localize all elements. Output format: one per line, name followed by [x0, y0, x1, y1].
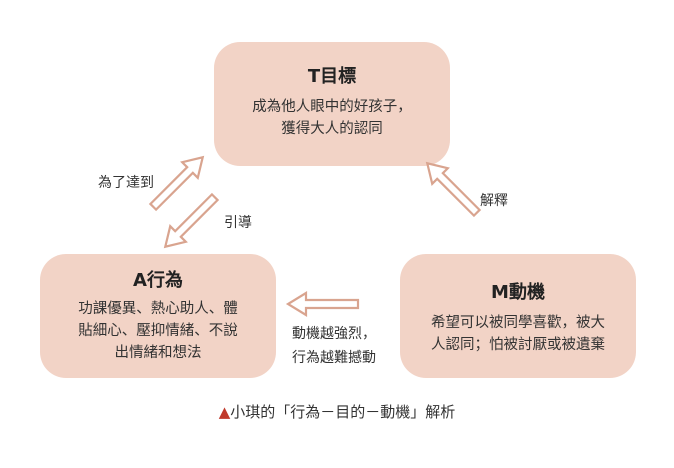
node-motive-line-2: 人認同；怕被討厭或被遺棄	[431, 337, 605, 353]
node-motive-text: 希望可以被同學喜歡，被大 人認同；怕被討厭或被遺棄	[400, 312, 636, 356]
arrow-a-to-t	[148, 155, 205, 212]
edge-label-t-to-a: 引導	[224, 215, 252, 231]
node-behavior: A行為 功課優異、熱心助人、體 貼細心、壓抑情緒、不說 出情緒和想法	[40, 254, 276, 378]
caption-marker-icon: ▲	[218, 403, 231, 421]
node-behavior-line-3: 出情緒和想法	[114, 345, 202, 361]
node-goal-title: T目標	[307, 66, 357, 87]
node-goal-line-1: 成為他人眼中的好孩子，	[252, 99, 412, 115]
node-motive-line-1: 希望可以被同學喜歡，被大	[431, 315, 605, 331]
node-goal: T目標 成為他人眼中的好孩子， 獲得大人的認同	[214, 42, 450, 166]
node-motive: M動機 希望可以被同學喜歡，被大 人認同；怕被討厭或被遺棄	[400, 254, 636, 378]
node-behavior-line-1: 功課優異、熱心助人、體	[78, 301, 238, 317]
arrow-t-to-a	[163, 192, 220, 249]
figure-caption: ▲小琪的「行為－目的－動機」解析	[0, 401, 674, 422]
edge-label-m-to-a-line-2: 行為越難撼動	[292, 350, 376, 366]
edge-label-a-to-t: 為了達到	[98, 175, 154, 191]
arrow-m-to-t	[425, 161, 482, 218]
edge-label-m-to-a-line-1: 動機越強烈，	[292, 326, 376, 342]
arrow-m-to-a	[285, 291, 360, 317]
node-behavior-title: A行為	[133, 270, 183, 291]
node-motive-title: M動機	[491, 282, 545, 303]
node-goal-text: 成為他人眼中的好孩子， 獲得大人的認同	[214, 96, 450, 140]
node-goal-line-2: 獲得大人的認同	[281, 121, 383, 137]
edge-label-m-to-t: 解釋	[480, 193, 508, 209]
caption-text: 小琪的「行為－目的－動機」解析	[230, 403, 456, 421]
node-behavior-text: 功課優異、熱心助人、體 貼細心、壓抑情緒、不說 出情緒和想法	[40, 298, 276, 364]
edge-label-m-to-a: 動機越強烈， 行為越難撼動	[292, 322, 376, 370]
node-behavior-line-2: 貼細心、壓抑情緒、不說	[78, 323, 238, 339]
